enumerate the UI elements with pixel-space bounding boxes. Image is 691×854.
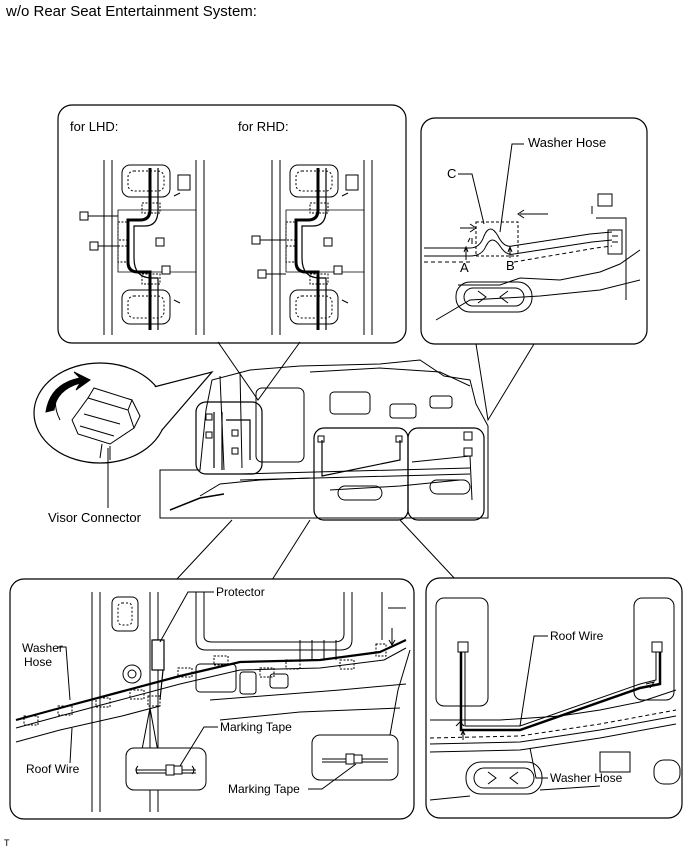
roof-overview (159, 359, 489, 521)
roof-wire-right-label: Roof Wire (550, 629, 604, 643)
washer-hose-callout: Washer Hose C A B (420, 117, 648, 345)
figure-code: T (4, 838, 10, 848)
protector-label: Protector (216, 585, 265, 599)
roof-wire-left-label: Roof Wire (26, 762, 80, 776)
visor-connector-label: Visor Connector (48, 510, 142, 525)
marking-tape-label-1: Marking Tape (220, 720, 292, 734)
top-callout-leaders (217, 341, 535, 422)
washer-hose-left-label-line2: Hose (24, 655, 52, 669)
for-rhd-label: for RHD: (238, 119, 289, 134)
point-c-label: C (447, 166, 456, 181)
bottom-callout-leaders (175, 519, 566, 581)
lhd-detail (79, 160, 205, 335)
washer-hose-left-label-line1: Washer (22, 641, 63, 655)
point-b-label: B (506, 258, 515, 273)
marking-tape-label-2: Marking Tape (228, 782, 300, 796)
point-a-label: A (460, 260, 469, 275)
washer-hose-bottom-right-label: Washer Hose (550, 771, 623, 785)
page-heading: w/o Rear Seat Entertainment System: (6, 3, 257, 20)
for-lhd-label: for LHD: (70, 119, 118, 134)
visor-connector-callout: Visor Connector (33, 362, 214, 525)
rhd-detail (251, 160, 373, 335)
protector-marking-tape-callout: Protector Washer Hose Marking Tape Marki… (9, 578, 415, 820)
roof-wire-washer-hose-callout: Roof Wire Washer Hose (425, 577, 683, 819)
washer-hose-top-label: Washer Hose (528, 135, 606, 150)
lhd-rhd-callout: for LHD: for RHD: (57, 104, 407, 344)
